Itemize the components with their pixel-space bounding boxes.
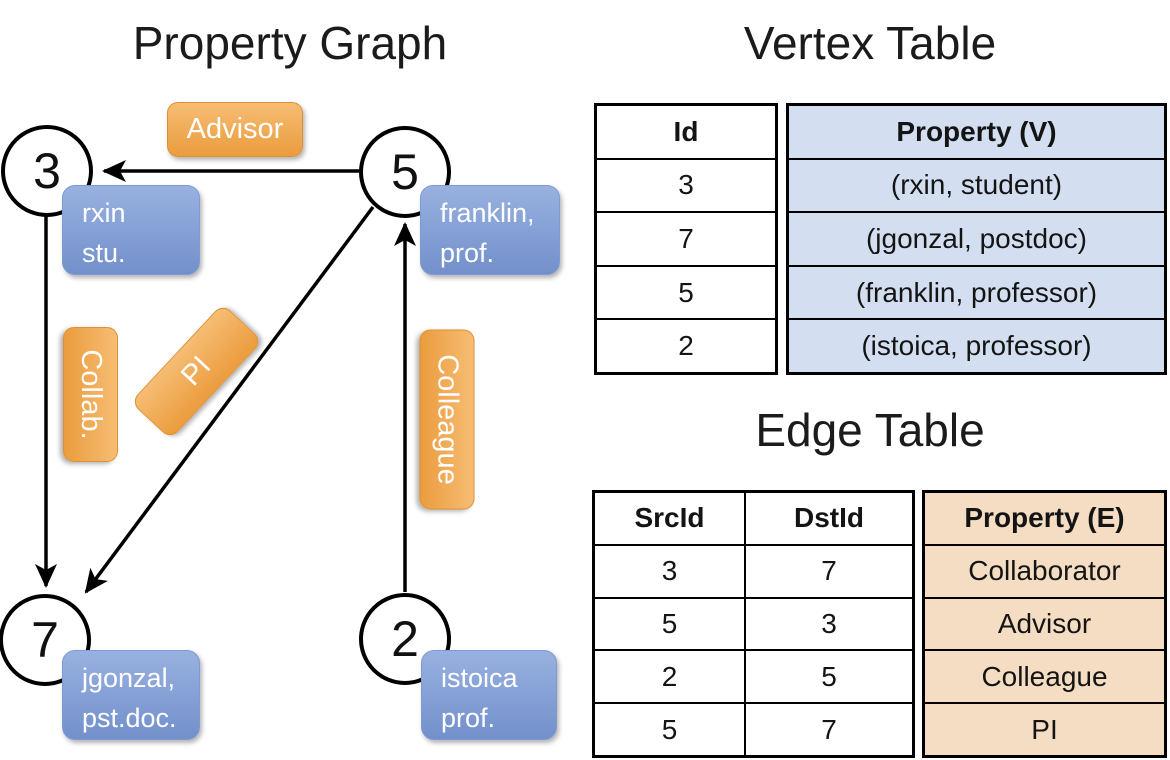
vertex-property-callout-7: jgonzal, pst.doc.	[62, 650, 200, 740]
edge-table-id-columns: SrcId DstId 3 7 5 3 2 5 5 7	[592, 490, 915, 758]
property-graph-title: Property Graph	[132, 17, 448, 69]
edge-table-srcid-cell: 2	[595, 651, 746, 703]
vertex-property-callout-2: istoica prof.	[421, 650, 557, 740]
vertex-table-property-cell: (istoica, professor)	[789, 318, 1164, 372]
vertex-node-2-id: 2	[391, 611, 419, 667]
edge-table-srcid-cell: 5	[595, 704, 746, 755]
vertex-table-property-column: Property (V) (rxin, student) (jgonzal, p…	[786, 103, 1167, 375]
edge-table-srcid-cell: 5	[595, 598, 746, 650]
edge-label-advisor: Advisor	[167, 102, 303, 157]
vertex-node-7-id: 7	[31, 612, 59, 668]
edge-table-srcid-header: SrcId	[595, 493, 746, 544]
edge-label-collab: Collab.	[63, 327, 118, 462]
edge-table-property-cell: Colleague	[925, 649, 1164, 702]
callout-line: stu.	[82, 238, 126, 268]
edge-table-property-cell: PI	[925, 702, 1164, 755]
edge-table-dstid-cell: 5	[821, 660, 837, 692]
edge-table-srcid-cell: 3	[595, 545, 746, 597]
edge-label-colleague: Colleague	[419, 329, 475, 510]
edge-table-dstid-cell: 3	[821, 607, 837, 639]
edge-table-dstid-header: DstId	[794, 502, 864, 534]
callout-line: prof.	[440, 238, 495, 268]
vertex-table-property-header: Property (V)	[896, 115, 1057, 147]
vertex-property-callout-3: rxin stu.	[62, 185, 200, 275]
vertex-node-2: 2	[359, 593, 451, 685]
vertex-property-callout-5: franklin, prof.	[420, 185, 560, 275]
vertex-table-property-cell: (franklin, professor)	[789, 264, 1164, 319]
callout-line: rxin	[82, 198, 126, 228]
edge-table-dstid-cell: 7	[821, 555, 837, 587]
edge-table-property-cell: Advisor	[925, 596, 1164, 650]
vertex-table-id-cell: 2	[597, 318, 775, 372]
graph-edges	[35, 160, 416, 594]
callout-line: istoica	[441, 663, 518, 693]
vertex-table-id-column: Id 3 7 5 2	[594, 103, 778, 375]
vertex-table-title: Vertex Table	[743, 17, 997, 69]
vertex-table-id-cell: 7	[597, 211, 775, 265]
edge-table-property-header: Property (E)	[964, 502, 1125, 534]
vertex-table-property-cell: (rxin, student)	[789, 157, 1164, 212]
edge-table-property-column: Property (E) Collaborator Advisor Collea…	[922, 490, 1167, 758]
vertex-node-5-id: 5	[391, 144, 419, 200]
edge-table-title: Edge Table	[755, 404, 985, 456]
callout-line: jgonzal,	[82, 663, 176, 693]
callout-line: pst.doc.	[82, 703, 177, 733]
vertex-node-3-id: 3	[33, 143, 61, 199]
edge-table-dstid-cell: 7	[821, 713, 837, 745]
vertex-table-property-cell: (jgonzal, postdoc)	[789, 211, 1164, 265]
edge-5-to-7-pi	[84, 205, 375, 594]
vertex-table-id-cell: 3	[597, 157, 775, 212]
edge-table-property-cell: Collaborator	[925, 543, 1164, 597]
callout-line: franklin,	[440, 198, 535, 228]
vertex-table-id-header: Id	[673, 115, 699, 147]
vertex-node-5: 5	[359, 126, 451, 218]
vertex-table-id-cell: 5	[597, 264, 775, 319]
callout-line: prof.	[441, 703, 496, 733]
